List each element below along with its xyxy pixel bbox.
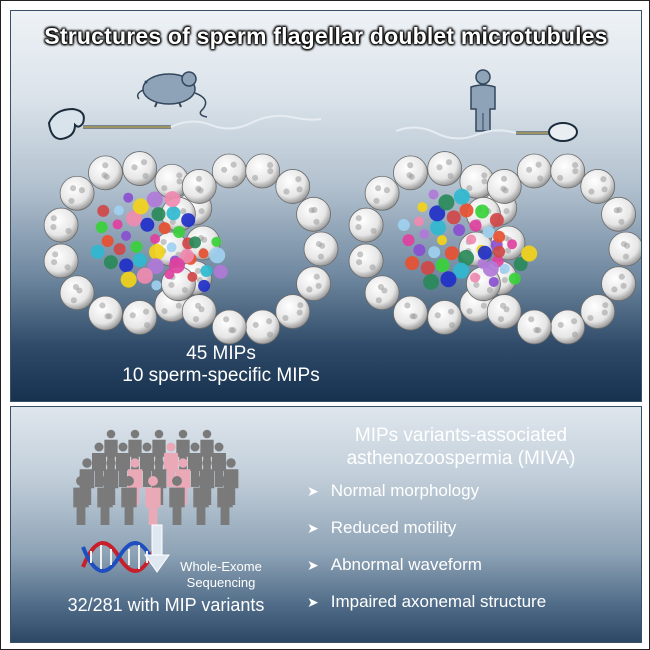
mip-count: 45 MIPs — [186, 343, 256, 364]
phenotype-item: ➤Impaired axonemal structure — [307, 592, 547, 611]
cohort-illustration — [73, 429, 239, 573]
patient-cohort-icon — [73, 429, 239, 525]
bullet-arrow-icon: ➤ — [307, 594, 319, 610]
phenotype-item: ➤Reduced motility — [307, 518, 457, 537]
variants-caption: 32/281 with MIP variants — [67, 595, 265, 615]
wes-label-line2: Sequencing — [186, 575, 256, 590]
bullet-arrow-icon: ➤ — [307, 483, 319, 499]
mouse-icon — [136, 71, 208, 118]
figure-title: Structures of sperm flagellar doublet mi… — [44, 23, 608, 49]
dna-icon — [81, 541, 157, 573]
sperm-specific-mip-count: 10 sperm-specific MIPs — [122, 365, 320, 386]
phenotype-item: ➤Normal morphology — [307, 481, 480, 500]
human-doublet-structure — [348, 151, 641, 345]
wes-label-line1: Whole-Exome — [180, 559, 262, 574]
structures-panel: Structures of sperm flagellar doublet mi… — [10, 10, 642, 402]
miva-panel: Whole-Exome Sequencing 32/281 with MIP v… — [10, 406, 642, 643]
miva-heading-line1: MIPs variants-associated — [354, 425, 568, 446]
mouse-sperm-icon — [47, 107, 322, 141]
bullet-arrow-icon: ➤ — [307, 520, 319, 536]
phenotype-item: ➤Abnormal waveform — [307, 555, 482, 574]
phenotype-list: ➤Normal morphology ➤Reduced motility ➤Ab… — [307, 481, 546, 629]
wes-label: Whole-Exome Sequencing — [171, 559, 271, 591]
bullet-arrow-icon: ➤ — [307, 557, 319, 573]
human-icon — [470, 69, 496, 132]
doublet-structures-illustration — [43, 69, 641, 345]
human-sperm-icon — [395, 122, 578, 142]
down-arrow-icon — [144, 524, 170, 573]
mouse-doublet-structure — [43, 151, 339, 345]
miva-heading-line2: asthenozoospermia (MIVA) — [346, 448, 576, 469]
